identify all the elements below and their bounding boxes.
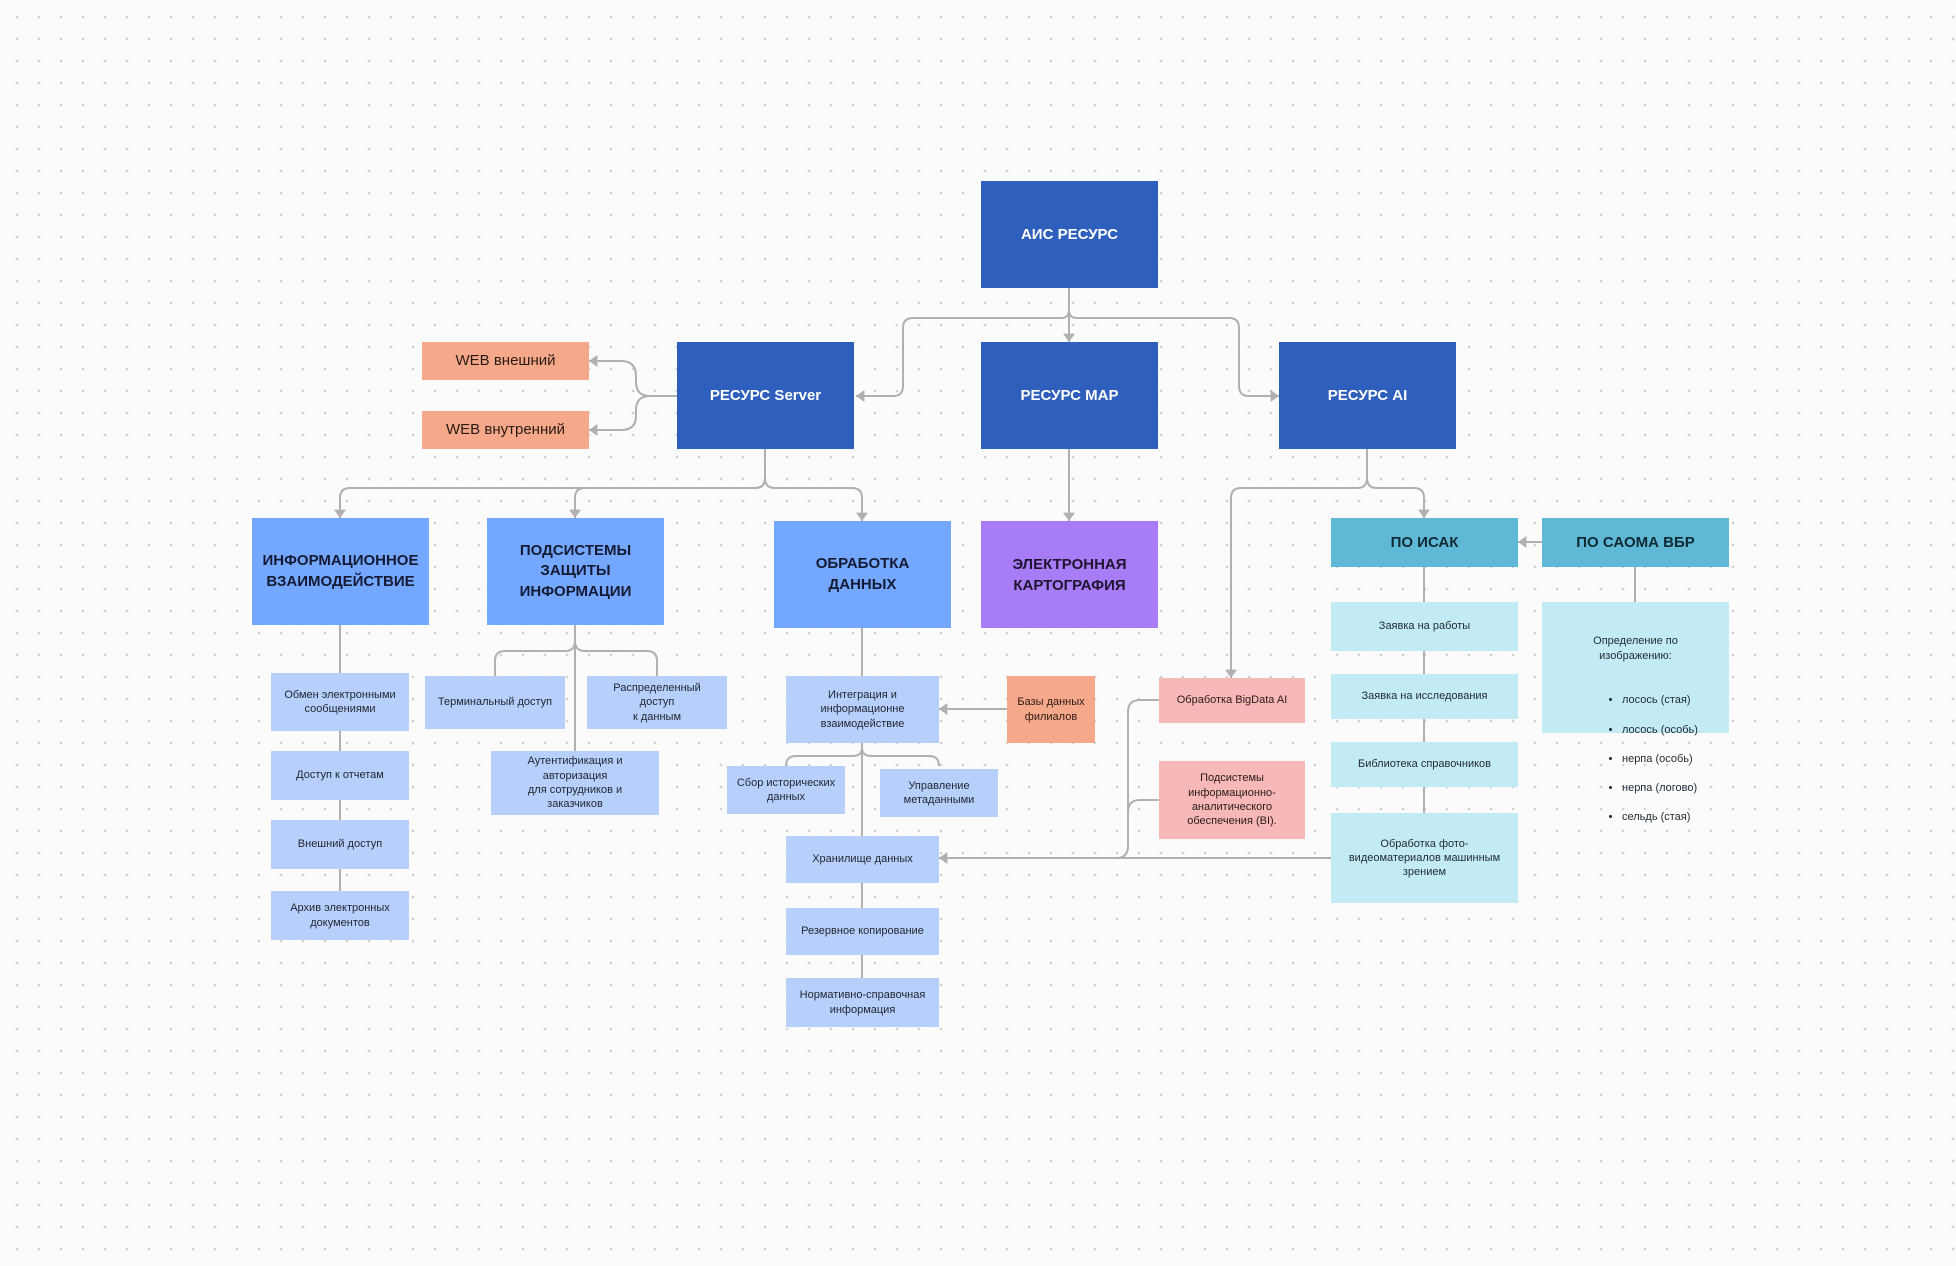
connector-ai-isak bbox=[1366, 449, 1425, 518]
connector-server-web-external-arrowhead bbox=[589, 355, 598, 367]
node-bi-subsystems[interactable]: Подсистемы информационно- аналитического… bbox=[1159, 761, 1305, 839]
node-po-isak[interactable]: ПО ИСАК bbox=[1331, 518, 1518, 567]
connector-bigdata-storage bbox=[1115, 699, 1159, 859]
connector-server-info-arrowhead bbox=[334, 509, 346, 518]
node-resurs-ai[interactable]: РЕСУРС AI bbox=[1279, 342, 1456, 449]
connector-branchdb-integration-arrowhead bbox=[939, 703, 948, 715]
connector-cv-storage-arrowhead bbox=[939, 852, 948, 864]
connector-saoma-isak-arrowhead bbox=[1518, 536, 1527, 548]
node-info-interaction[interactable]: ИНФОРМАЦИОННОЕ ВЗАИМОДЕЙСТВИЕ bbox=[252, 518, 429, 625]
node-image-detection[interactable]: Определение по изображению: лосось (стая… bbox=[1542, 602, 1729, 823]
connector-server-web-internal-arrowhead bbox=[589, 424, 598, 436]
node-msg-exchange[interactable]: Обмен электронными сообщениями bbox=[271, 673, 409, 731]
connector-map-cartography-arrowhead bbox=[1063, 512, 1075, 521]
node-external-access[interactable]: Внешний доступ bbox=[271, 820, 409, 869]
node-work-request[interactable]: Заявка на работы bbox=[1331, 602, 1518, 651]
node-ais-resurs[interactable]: АИС РЕСУРС bbox=[981, 181, 1158, 288]
node-historical-data[interactable]: Сбор исторических данных bbox=[727, 766, 845, 814]
node-reference-info[interactable]: Нормативно-справочная информация bbox=[786, 978, 939, 1027]
node-e-cartography[interactable]: ЭЛЕКТРОННАЯ КАРТОГРАФИЯ bbox=[981, 521, 1158, 628]
connector-ai-isak-arrowhead bbox=[1418, 509, 1430, 518]
connector-server-web-internal bbox=[589, 395, 677, 431]
node-resurs-server[interactable]: РЕСУРС Server bbox=[677, 342, 854, 449]
node-backup[interactable]: Резервное копирование bbox=[786, 908, 939, 955]
connector-server-security-arrowhead bbox=[569, 509, 581, 518]
node-web-external[interactable]: WEB внешний bbox=[422, 342, 589, 380]
image-detection-item: сельдь (стая) bbox=[1622, 810, 1715, 825]
connector-ai-bigdata-arrowhead bbox=[1225, 669, 1237, 678]
connector-integration-metadata bbox=[861, 743, 940, 767]
connector-security-distributed bbox=[574, 625, 658, 676]
connector-server-dataproc bbox=[764, 449, 863, 521]
node-authentication[interactable]: Аутентификация и авторизация для сотрудн… bbox=[491, 751, 659, 815]
image-detection-item: нерпа (логово) bbox=[1622, 781, 1715, 796]
node-doc-archive[interactable]: Архив электронных документов bbox=[271, 891, 409, 940]
connector-ais-server-arrowhead bbox=[856, 390, 865, 402]
connector-ais-map-arrowhead bbox=[1063, 333, 1075, 342]
connector-server-dataproc-arrowhead bbox=[856, 512, 868, 521]
image-detection-title: Определение по изображению: bbox=[1593, 635, 1678, 662]
image-detection-item: лосось (стая) bbox=[1622, 693, 1715, 708]
node-terminal-access[interactable]: Терминальный доступ bbox=[425, 676, 565, 729]
node-reports-access[interactable]: Доступ к отчетам bbox=[271, 751, 409, 800]
image-detection-list: лосось (стая) лосось (особь) нерпа (особ… bbox=[1556, 679, 1715, 839]
node-branch-db[interactable]: Базы данных филиалов bbox=[1007, 676, 1095, 743]
node-distributed-access[interactable]: Распределенный доступ к данным bbox=[587, 676, 727, 729]
image-detection-item: лосось (особь) bbox=[1622, 723, 1715, 738]
node-web-internal[interactable]: WEB внутренний bbox=[422, 411, 589, 449]
node-integration[interactable]: Интеграция и информационне взаимодействи… bbox=[786, 676, 939, 743]
connector-server-security bbox=[574, 449, 766, 518]
connector-server-web-external bbox=[589, 360, 677, 397]
connector-bi-storage bbox=[1127, 799, 1159, 813]
connector-integration-historical bbox=[785, 743, 863, 767]
node-research-request[interactable]: Заявка на исследования bbox=[1331, 674, 1518, 719]
node-resurs-map[interactable]: РЕСУРС MAP bbox=[981, 342, 1158, 449]
node-metadata-mgmt[interactable]: Управление метаданными bbox=[880, 769, 998, 817]
node-security-subsystems[interactable]: ПОДСИСТЕМЫ ЗАЩИТЫ ИНФОРМАЦИИ bbox=[487, 518, 664, 625]
node-cv-processing[interactable]: Обработка фото- видеоматериалов машинным… bbox=[1331, 813, 1518, 903]
connector-security-terminal bbox=[494, 625, 576, 676]
node-data-processing[interactable]: ОБРАБОТКА ДАННЫХ bbox=[774, 521, 951, 628]
image-detection-item: нерпа (особь) bbox=[1622, 752, 1715, 767]
connector-server-info bbox=[339, 449, 766, 518]
connector-ais-ai-arrowhead bbox=[1270, 390, 1279, 402]
node-po-saoma[interactable]: ПО САОМА ВБР bbox=[1542, 518, 1729, 567]
node-reference-library[interactable]: Библиотека справочников bbox=[1331, 742, 1518, 787]
node-data-storage[interactable]: Хранилище данных bbox=[786, 836, 939, 883]
node-bigdata-ai[interactable]: Обработка BigData AI bbox=[1159, 678, 1305, 723]
